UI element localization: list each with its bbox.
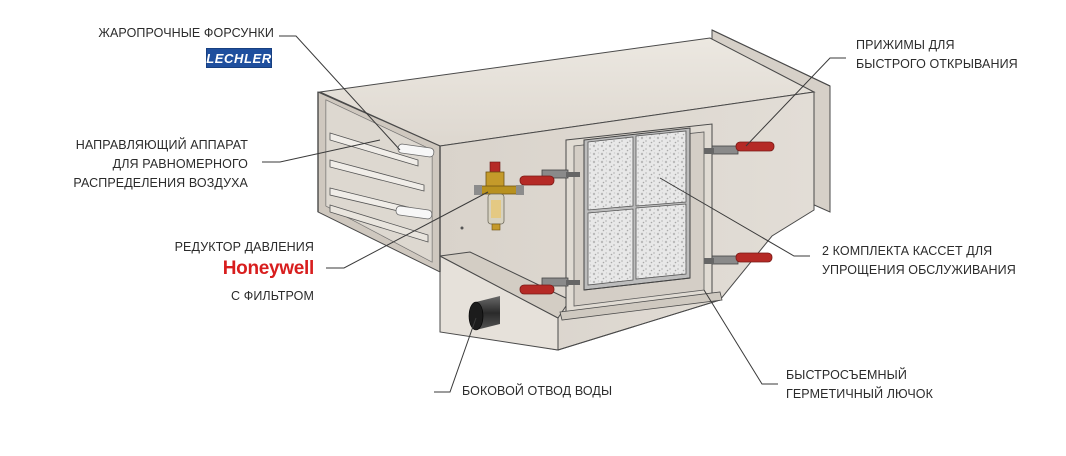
drain-pipe [468,296,500,331]
leader-reducer [326,191,489,269]
leader-nozzles [279,35,401,151]
leader-clamps [745,57,846,147]
callout-cassettes-line2: УПРОЩЕНИЯ ОБСЛУЖИВАНИЯ [822,263,1016,277]
filter-cassette [587,136,634,211]
callout-guide-line2: ДЛЯ РАВНОМЕРНОГО [112,157,248,171]
honeywell-logo: Honeywell [222,258,315,279]
leader-drain [434,317,477,393]
callout-guide-line1: НАПРАВЛЯЮЩИЙ АППАРАТ [75,138,248,152]
callout-clamps: ПРИЖИМЫ ДЛЯ БЫСТРОГО ОТКРЫВАНИЯ [856,36,1018,74]
filter-cassette [587,208,634,286]
inlet-frame [317,91,441,273]
callout-nozzles: ЖАРОПРОЧНЫЕ ФОРСУНКИ [98,24,274,43]
callout-clamps-line1: ПРИЖИМЫ ДЛЯ [856,38,955,52]
callout-guide-line3: РАСПРЕДЕЛЕНИЯ ВОЗДУХА [73,176,248,190]
filter-cassette [635,203,687,280]
callout-guide-vanes: НАПРАВЛЯЮЩИЙ АППАРАТ ДЛЯ РАВНОМЕРНОГО РА… [73,136,248,193]
callout-reducer-bottom: С ФИЛЬТРОМ [231,287,314,306]
leader-lines [262,35,846,393]
leader-hatch [703,289,778,385]
clamp [704,252,773,265]
callout-reducer-top-text: РЕДУКТОР ДАВЛЕНИЯ [174,240,314,254]
leader-cassettes [659,177,810,257]
leader-guide [262,139,381,163]
lechler-logo: LECHLER [206,48,272,68]
callout-drain: БОКОВОЙ ОТВОД ВОДЫ [462,382,612,401]
clamp [704,141,775,155]
filter-cassette [635,130,687,207]
pressure-reducer [474,161,524,231]
clamp [519,169,580,186]
lechler-logo-text: LECHLER [206,50,272,66]
clamp [519,277,580,295]
callout-reducer-top: РЕДУКТОР ДАВЛЕНИЯ [175,238,314,257]
callout-drain-text: БОКОВОЙ ОТВОД ВОДЫ [462,384,613,398]
callout-nozzles-text: ЖАРОПРОЧНЫЕ ФОРСУНКИ [98,26,274,40]
callout-cassettes-line1: 2 КОМПЛЕКТА КАССЕТ ДЛЯ [822,244,993,258]
callout-cassettes: 2 КОМПЛЕКТА КАССЕТ ДЛЯ УПРОЩЕНИЯ ОБСЛУЖИ… [822,242,1016,280]
callout-hatch: БЫСТРОСЪЕМНЫЙ ГЕРМЕТИЧНЫЙ ЛЮЧОК [786,366,933,404]
callout-clamps-line2: БЫСТРОГО ОТКРЫВАНИЯ [856,57,1018,71]
quick-clamps [519,141,775,295]
callout-hatch-line1: БЫСТРОСЪЕМНЫЙ [786,368,907,382]
callout-reducer-bottom-text: С ФИЛЬТРОМ [231,289,314,303]
access-door [559,123,723,321]
callout-hatch-line2: ГЕРМЕТИЧНЫЙ ЛЮЧОК [786,387,934,401]
